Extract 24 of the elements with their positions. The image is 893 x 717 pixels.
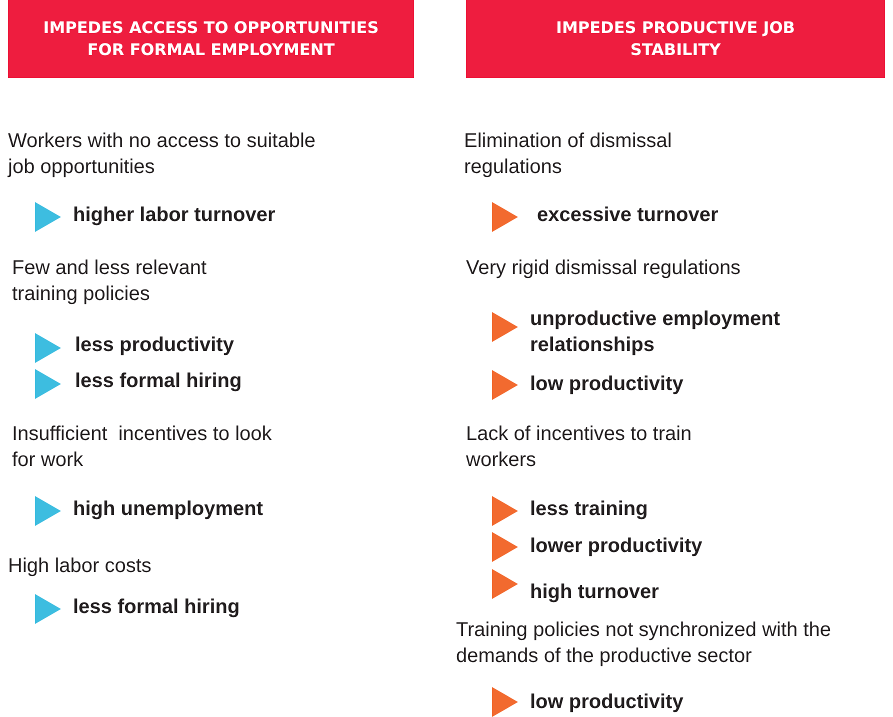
cause-text: Insufficient incentives to look for work xyxy=(12,422,273,473)
effect-text: high unemployment xyxy=(73,497,264,522)
effect-text: low productivity xyxy=(530,372,684,397)
cause-text: Lack of incentives to train workers xyxy=(466,422,693,473)
cause-text: High labor costs xyxy=(8,554,152,579)
effect-text: low productivity xyxy=(530,690,684,715)
effect-text: less formal hiring xyxy=(73,595,241,620)
header-title: IMPEDES ACCESS TO OPPORTUNITIES FOR FORMAL EMPLOYMENT xyxy=(42,17,380,61)
header-banner xyxy=(466,0,885,78)
effect-text: unproductive employment relationships xyxy=(530,307,782,358)
cause-text: Workers with no access to suitable job opportunities xyxy=(8,129,317,180)
effect-text: high turnover xyxy=(530,580,660,605)
effect-text: less productivity xyxy=(75,333,235,358)
effect-text: less training xyxy=(530,497,649,522)
cause-text: Elimination of dismissal regulations xyxy=(464,129,673,180)
effect-text: higher labor turnover xyxy=(73,203,276,228)
cause-text: Few and less relevant training policies xyxy=(12,256,208,307)
effect-text: excessive turnover xyxy=(537,203,720,228)
cause-text: Training policies not synchronized with the demands of the productive sector xyxy=(456,618,832,669)
header-banner xyxy=(8,0,414,78)
header-title: IMPEDES PRODUCTIVE JOB STABILITY xyxy=(555,17,796,61)
effect-text: less formal hiring xyxy=(75,369,243,394)
cause-text: Very rigid dismissal regulations xyxy=(466,256,742,281)
effect-text: lower productivity xyxy=(530,534,704,559)
